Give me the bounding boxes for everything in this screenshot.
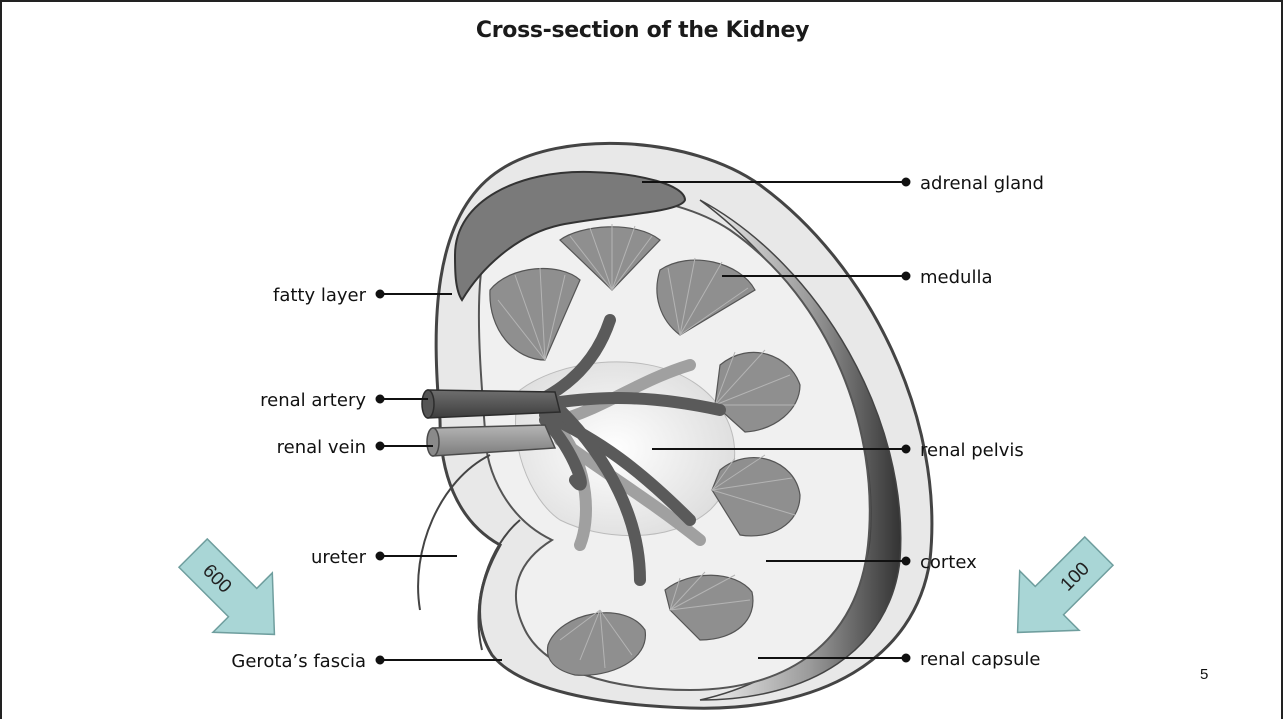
label-adrenal-gland: adrenal gland — [920, 173, 1044, 194]
left-arrow: 600 — [163, 523, 304, 664]
page-number: 5 — [1200, 666, 1208, 683]
right-arrow: 100 — [988, 521, 1129, 662]
arrow-down-right-icon — [163, 523, 304, 664]
label-ureter: ureter — [311, 547, 367, 568]
arrow-down-left-icon — [988, 521, 1129, 662]
label-renal-capsule: renal capsule — [920, 649, 1040, 670]
label-renal-pelvis: renal pelvis — [920, 440, 1024, 461]
label-renal-artery: renal artery — [260, 390, 366, 411]
label-cortex: cortex — [920, 552, 977, 573]
label-renal-vein: renal vein — [277, 437, 366, 458]
label-fatty-layer: fatty layer — [273, 285, 367, 306]
label-gerotas-fascia: Gerota’s fascia — [231, 651, 366, 672]
label-medulla: medulla — [920, 267, 992, 288]
